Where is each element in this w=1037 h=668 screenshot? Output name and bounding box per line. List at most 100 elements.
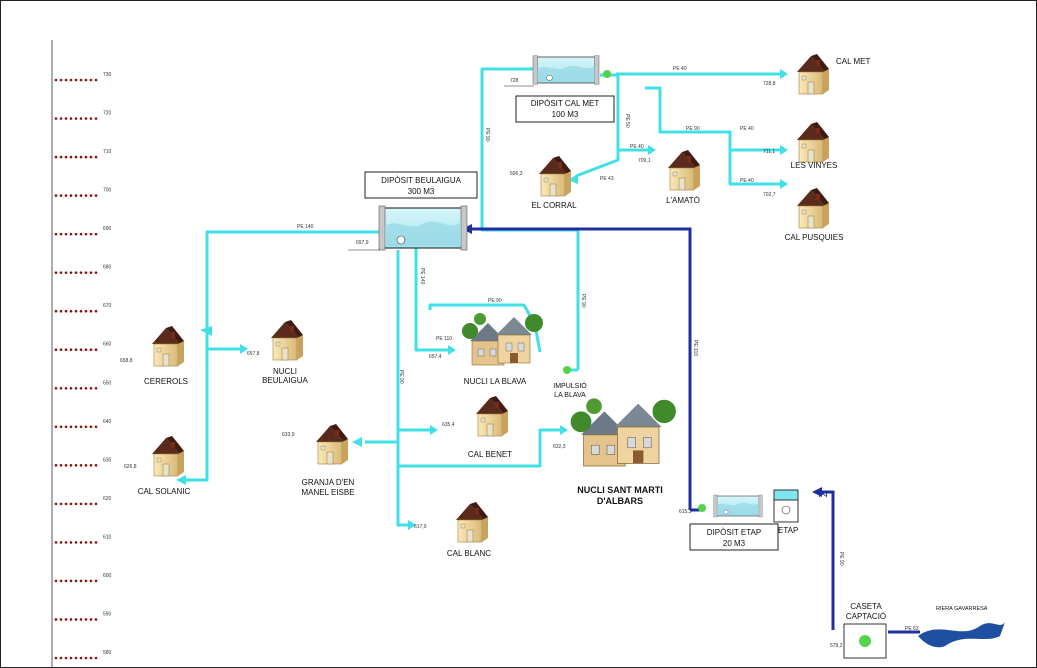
elevation-label: 640 — [103, 419, 112, 425]
elevation-dot — [54, 194, 58, 197]
elevation-dot — [94, 348, 98, 352]
elevation-tick: 720 — [54, 111, 112, 120]
elevation-dot — [64, 155, 68, 159]
pipe-label-pe90-imp: PE 90 — [580, 294, 586, 308]
pipe-label-pe110: PE 110 — [436, 336, 452, 342]
elevation-tick: 670 — [54, 303, 112, 313]
elevation-dot — [54, 425, 58, 429]
house-nuclibeulaigua-line2: BEULAIGUA — [262, 376, 308, 385]
elevation-dot — [54, 618, 58, 621]
elevation-tick: 660 — [54, 342, 112, 352]
pipe-label-pe140-left: PE 140 — [297, 224, 314, 230]
elevation-dot — [74, 541, 78, 544]
elevation-tick: 610 — [54, 534, 112, 544]
village-santmarti-elev: 632,3 — [553, 444, 566, 450]
elevation-dot — [54, 155, 58, 159]
elevation-dot — [94, 464, 98, 467]
cageta-line1: CASETA — [850, 602, 882, 611]
pipe-label-pe40-lamato: PE 40 — [630, 144, 644, 150]
elevation-dot — [94, 78, 98, 82]
elevation-dot — [59, 271, 63, 274]
elevation-label: 720 — [103, 111, 112, 117]
elevation-dot — [54, 271, 58, 274]
tank-beulaigua-name: DIPÒSIT BEULAIGUA — [381, 176, 462, 185]
elevation-dot — [64, 502, 68, 506]
elevation-dot — [89, 464, 93, 467]
elevation-dot — [59, 425, 63, 429]
elevation-dot — [84, 309, 88, 313]
elevation-dot — [74, 194, 78, 197]
elevation-dot — [59, 117, 63, 120]
pipe-label-pe40-vinyes: PE 40 — [740, 126, 754, 132]
elevation-dot — [94, 232, 98, 236]
pipe-label-pe43: PE 43 — [600, 176, 614, 182]
elevation-dot — [59, 194, 63, 197]
river-name: RIERA GAVARRESA — [936, 606, 988, 612]
elevation-dot — [64, 232, 68, 236]
elevation-dot — [94, 271, 98, 274]
house-calpusquies-elev: 702,7 — [763, 192, 776, 198]
pipe-labels: PE 140 PE 140 PE 110 PE 90 PE 90 PE 90 P… — [297, 66, 919, 632]
elevation-dot — [64, 271, 68, 274]
valve-etap — [698, 504, 706, 512]
village-santmarti-line1: NUCLI SANT MARTI — [577, 485, 663, 495]
elevation-dot — [94, 425, 98, 429]
elevation-dot — [64, 541, 68, 544]
elevation-dot — [84, 348, 88, 352]
tank-beulaigua-label-box — [364, 171, 478, 199]
elevation-dot — [74, 348, 78, 352]
elevation-dot — [94, 117, 98, 120]
elevation-dot — [59, 656, 63, 660]
elevation-dot — [59, 464, 63, 467]
elevation-dot — [94, 541, 98, 544]
cageta-line2: CAPTACIÓ — [846, 612, 886, 621]
elevation-dot — [59, 541, 63, 544]
elevation-dot — [59, 155, 63, 159]
village-nuclilablava-name: NUCLI LA BLAVA — [464, 377, 527, 386]
tank-etap-elev: 615,3 — [679, 509, 692, 515]
house-nuclibeulaigua-line1: NUCLI — [273, 367, 297, 376]
elevation-dot — [54, 464, 58, 467]
elevation-label: 710 — [103, 149, 112, 155]
elevation-dot — [64, 194, 68, 197]
elevation-dot — [89, 232, 93, 236]
house-elcorral-name: EL CORRAL — [531, 201, 577, 210]
house-granja-line1: GRANJA D'EN — [302, 478, 355, 487]
elevation-dot — [54, 386, 58, 390]
elevation-dot — [69, 386, 73, 390]
elevation-dot — [69, 155, 73, 159]
elevation-dot — [89, 78, 93, 82]
elevation-dot — [79, 579, 83, 583]
pipe-label-pe110-etap: PE 110 — [692, 340, 698, 356]
elevation-label: 670 — [103, 303, 112, 309]
elevation-dot — [84, 541, 88, 544]
house-cererols-elev: 658,8 — [120, 358, 133, 364]
elevation-dot — [69, 309, 73, 313]
elevation-tick: 580 — [54, 650, 112, 660]
elevation-dot — [79, 155, 83, 159]
elevation-dot — [74, 618, 78, 621]
elevation-label: 630 — [103, 457, 112, 463]
elevation-dot — [74, 271, 78, 274]
etap-label: ETAP — [778, 526, 798, 535]
elevation-dot — [84, 194, 88, 197]
tank-beulaigua-elev: 697,9 — [356, 240, 369, 246]
pipe-label-pe90-blava: PE 90 — [488, 298, 502, 304]
elevation-dot — [74, 425, 78, 429]
village-santmarti-line2: D'ALBARS — [597, 496, 643, 506]
elevation-dot — [84, 78, 88, 82]
pipe-label-pe90-up: PE 90 — [484, 128, 490, 142]
elevation-tick: 620 — [54, 496, 112, 506]
elevation-dot — [74, 309, 78, 313]
elevation-dot — [89, 348, 93, 352]
house-calpusquies-name: CAL PUSQUIES — [785, 233, 844, 242]
elevation-dot — [94, 386, 98, 390]
elevation-dot — [59, 386, 63, 390]
elevation-dot — [54, 348, 58, 352]
house-calblanc-name: CAL BLANC — [447, 549, 491, 558]
elevation-label: 690 — [103, 226, 112, 232]
elevation-tick: 690 — [54, 226, 112, 236]
elevation-dot — [59, 502, 63, 506]
cageta-elev: 578,2 — [830, 643, 843, 649]
